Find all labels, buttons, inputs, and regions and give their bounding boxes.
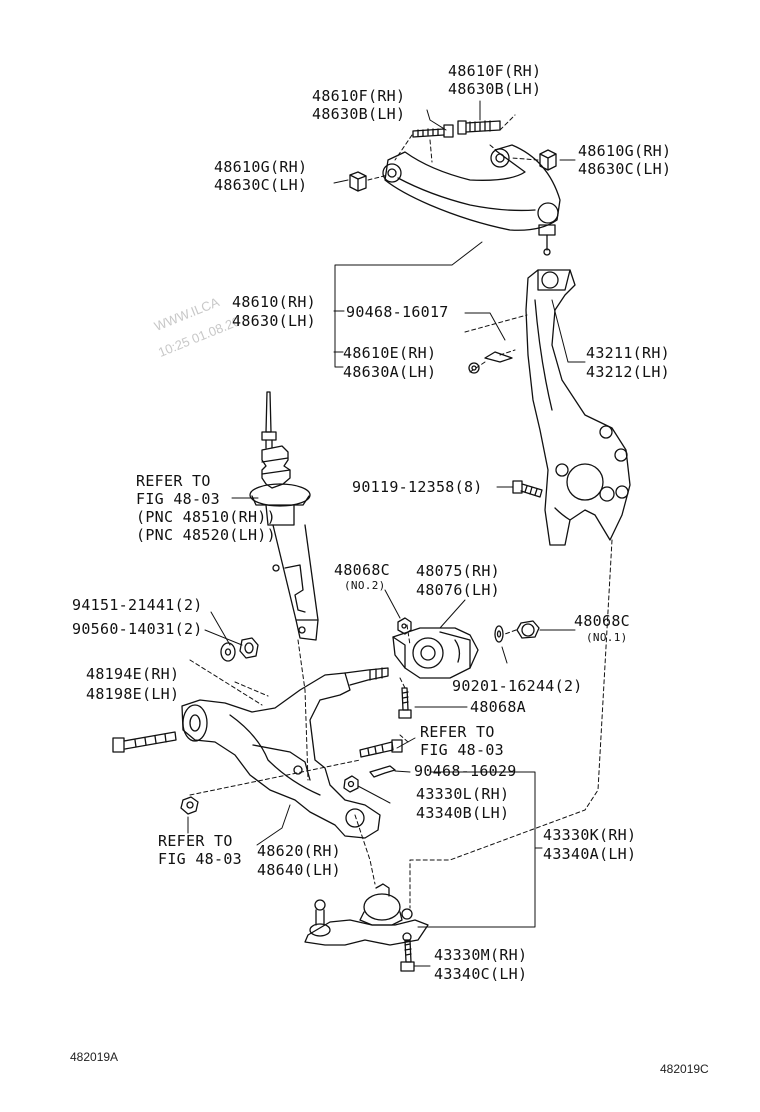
label-bolt-48068a: 48068A	[470, 698, 526, 716]
nut-48068c-top	[397, 617, 412, 635]
label-refer3-l1: REFER TO	[158, 832, 233, 850]
bolt-43330m	[400, 939, 415, 972]
label-left-bolt-lh: 48630B(LH)	[312, 105, 406, 123]
label-nut-48068c-right: 48068C	[574, 612, 630, 630]
upper-arm-bushing-left	[349, 171, 367, 192]
shock-absorber	[249, 391, 319, 641]
label-washer-90201: 90201-16244(2)	[452, 677, 583, 695]
steering-knuckle	[525, 269, 631, 546]
nut-48068c-right	[516, 620, 540, 639]
label-nut-48068c-top: 48068C	[334, 561, 390, 579]
label-bolt-48194e: 48194E(RH)	[86, 665, 180, 683]
label-bush-48076: 48076(LH)	[416, 581, 500, 599]
leader-lines	[187, 100, 586, 967]
label-bush-48075: 48075(RH)	[416, 562, 500, 580]
washer-90560	[239, 637, 259, 659]
label-bushing-left-rh: 48610G(RH)	[214, 158, 308, 176]
assembly-guide-lines	[189, 314, 613, 909]
ball-joint-boot	[343, 775, 359, 793]
label-boot-43340b: 43340B(LH)	[416, 804, 510, 822]
label-balljoint-upper-rh: 48610E(RH)	[343, 344, 437, 362]
upper-arm-bolt-left	[412, 124, 454, 138]
lower-control-arm	[181, 667, 389, 839]
label-clip-90468-16029: 90468-16029	[414, 762, 517, 780]
label-refer1-l1: REFER TO	[136, 472, 211, 490]
knuckle-clip	[468, 351, 513, 374]
label-knuckle-lh: 43212(LH)	[586, 363, 670, 381]
label-nut-94151: 94151-21441(2)	[72, 596, 203, 614]
label-washer-90560: 90560-14031(2)	[72, 620, 203, 638]
label-refer1-l3: (PNC 48510(RH))	[136, 508, 276, 526]
label-refer2-l2: FIG 48-03	[420, 741, 504, 759]
label-top-bolt-rh: 48610F(RH)	[448, 62, 542, 80]
label-lower-bj-rh: 43330K(RH)	[543, 826, 637, 844]
label-knuckle-rh: 43211(RH)	[586, 344, 670, 362]
label-bushing-right-lh: 48630C(LH)	[578, 160, 672, 178]
upper-arm-bushing-right	[539, 149, 557, 171]
bolt-48068a	[398, 687, 412, 719]
label-lower-arm-lh: 48640(LH)	[257, 861, 341, 879]
upper-arm-bolt-top	[457, 120, 501, 135]
lower-ball-joint	[304, 883, 429, 946]
label-bolt-48198e: 48198E(LH)	[86, 685, 180, 703]
label-clip-part: 90468-16017	[346, 303, 449, 321]
knuckle-bolt	[512, 480, 543, 498]
label-refer3-l2: FIG 48-03	[158, 850, 242, 868]
lower-arm-bushing	[392, 627, 479, 679]
upper-control-arm	[382, 144, 561, 256]
label-top-bolt-lh: 48630B(LH)	[448, 80, 542, 98]
figure-code-right: 482019C	[660, 1062, 709, 1076]
label-balljoint-upper-lh: 48630A(LH)	[343, 363, 437, 381]
label-upper-arm-rh: 48610(RH)	[232, 293, 316, 311]
label-refer1-l2: FIG 48-03	[136, 490, 220, 508]
label-lower-bj-lh: 43340A(LH)	[543, 845, 637, 863]
washer-90201	[494, 625, 504, 643]
lower-arm-ref-nut	[180, 796, 199, 815]
upper-arm-guides	[367, 114, 539, 181]
clip-90468-16029	[369, 765, 396, 778]
label-refer1-l4: (PNC 48520(LH))	[136, 526, 276, 544]
label-refer2-l1: REFER TO	[420, 723, 495, 741]
label-bushing-right-rh: 48610G(RH)	[578, 142, 672, 160]
label-bolt-43340c: 43340C(LH)	[434, 965, 528, 983]
nut-94151	[220, 642, 236, 662]
label-lower-arm-rh: 48620(RH)	[257, 842, 341, 860]
lower-arm-bolt-2	[359, 739, 403, 758]
label-nut-48068c-top-no: (NO.2)	[344, 579, 386, 592]
label-nut-48068c-right-no: (NO.1)	[586, 631, 628, 644]
label-bushing-left-lh: 48630C(LH)	[214, 176, 308, 194]
label-upper-arm-lh: 48630(LH)	[232, 312, 316, 330]
label-left-bolt-rh: 48610F(RH)	[312, 87, 406, 105]
figure-code-left: 482019A	[70, 1050, 119, 1064]
label-bolt-43330m: 43330M(RH)	[434, 946, 528, 964]
label-boot-43330l: 43330L(RH)	[416, 785, 510, 803]
lower-arm-bolt	[112, 731, 177, 753]
label-knuckle-bolt: 90119-12358(8)	[352, 478, 483, 496]
